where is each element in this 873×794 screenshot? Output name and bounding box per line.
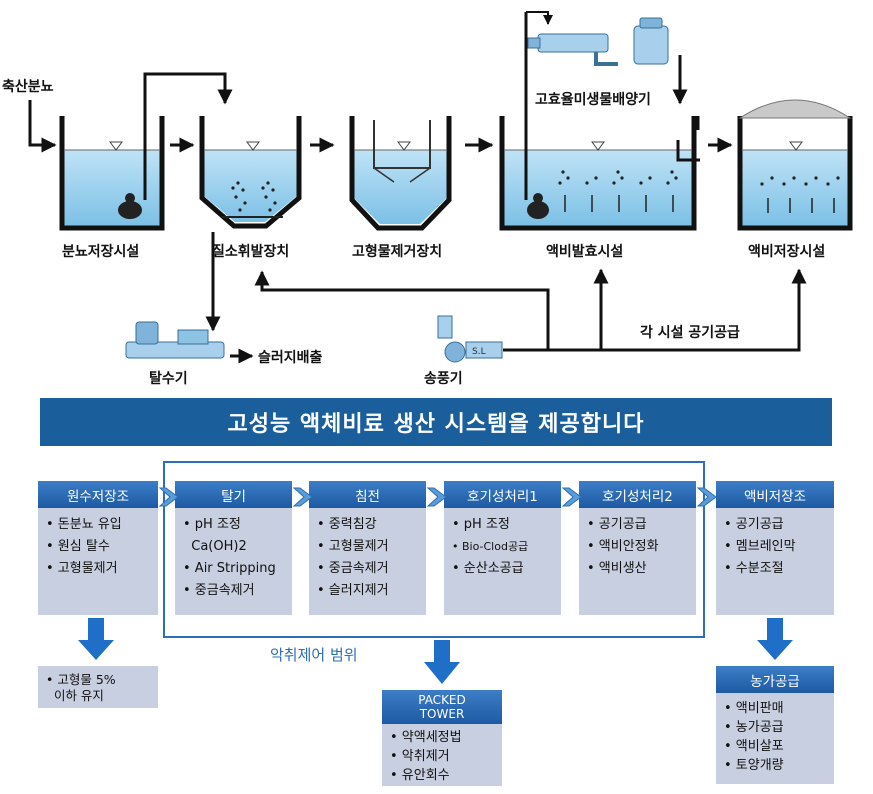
banner-title: 고성능 액체비료 생산 시스템을 제공합니다 [40, 398, 832, 446]
fermentation-tank [499, 116, 697, 231]
solids-note: • 고형물 5% 이하 유지 [38, 666, 158, 708]
farm-supply-card: 농가공급 • 액비판매 • 농가공급 • 액비살포 • 토양개량 [716, 666, 834, 784]
step-title: 액비저장조 [716, 481, 834, 508]
step-item: • 멤브레인막 [724, 539, 796, 554]
step-item: • 중금속제거 [317, 561, 389, 576]
unit-label-manure-storage: 분뇨저장시설 [62, 244, 140, 260]
pump-icon [118, 201, 142, 219]
unit-label-fermentation: 액비발효시설 [546, 244, 624, 260]
farm-item: • 액비살포 [724, 739, 784, 754]
manure-storage-tank [59, 116, 165, 231]
step-item: • 액비안정화 [587, 539, 659, 554]
svg-text:S.L: S.L [472, 347, 486, 357]
step-title: 호기성처리2 [579, 481, 696, 508]
air-supply-label: 각 시설 공기공급 [640, 325, 740, 341]
step-item: • 고형물제거 [46, 561, 118, 576]
unit-label-liquid-storage: 액비저장시설 [748, 244, 826, 260]
unit-label-solids-removal: 고형물제거장치 [352, 244, 443, 260]
step-item: • 중금속제거 [183, 583, 255, 598]
scope-label: 악취제어 범위 [270, 646, 358, 664]
process-diagram: S.L [28, 11, 853, 364]
step-item: • 돈분뇨 유입 [46, 517, 122, 532]
step-title: 침전 [309, 481, 426, 508]
step-item: • 액비생산 [587, 561, 647, 576]
step-card-sedimentation: 침전 • 중력침강 • 고형물제거 • 중금속제거 • 슬러지제거 [309, 481, 426, 615]
nitrogen-stripper-tank [199, 116, 302, 229]
step-card-aerobic-2: 호기성처리2 • 공기공급 • 액비안정화 • 액비생산 [579, 481, 696, 615]
step-item: • Air Stripping [183, 561, 276, 576]
inflow-arrow [28, 100, 57, 153]
dehydrator-machine [125, 321, 225, 359]
step-item: Ca(OH)2 [183, 539, 247, 554]
farm-supply-title: 농가공급 [716, 666, 834, 693]
step-title: 탈기 [175, 481, 292, 508]
step-item: • 공기공급 [724, 517, 784, 532]
step-item: • 슬러지제거 [317, 583, 389, 598]
odor-control-scope [163, 461, 705, 638]
step-item: • Bio-Clod공급 [452, 540, 529, 553]
farm-item: • 액비판매 [724, 701, 784, 716]
step-item: • 수분조절 [724, 561, 784, 576]
step-card-aerobic-1: 호기성처리1 • pH 조정 • Bio-Clod공급 • 순산소공급 [444, 481, 561, 615]
step-title: 호기성처리1 [444, 481, 561, 508]
solids-removal-tank [349, 116, 452, 231]
liquid-storage-tank [737, 99, 853, 231]
step-item: • 고형물제거 [317, 539, 389, 554]
packed-item: • 악취제거 [390, 749, 450, 764]
dehydrator-label: 탈수기 [149, 371, 188, 387]
sludge-label: 슬러지배출 [258, 350, 323, 366]
unit-label-nitrogen-stripper: 질소휘발장치 [212, 244, 290, 260]
blower-machine: S.L [437, 315, 503, 363]
microbe-culture-machine [527, 17, 669, 66]
step-card-raw-storage: 원수저장조 • 돈분뇨 유입 • 원심 탈수 • 고형물제거 [38, 481, 158, 615]
step-item: • 원심 탈수 [46, 539, 110, 554]
step-item: • 공기공급 [587, 517, 647, 532]
step-card-stripping: 탈기 • pH 조정 Ca(OH)2 • Air Stripping • 중금속… [175, 481, 292, 615]
note-line: 이하 유지 [46, 688, 104, 703]
packed-item: • 유안회수 [390, 768, 450, 783]
step-item: • 순산소공급 [452, 561, 524, 576]
step-title: 원수저장조 [38, 481, 158, 508]
step-item: • 중력침강 [317, 517, 377, 532]
transfer-pipe [143, 72, 233, 200]
step-card-liquid-storage: 액비저장조 • 공기공급 • 멤브레인막 • 수분조절 [716, 481, 834, 615]
packed-item: • 약액세정법 [390, 730, 462, 745]
step-item: • pH 조정 [183, 517, 241, 532]
blower-label: 송풍기 [424, 371, 463, 387]
note-line: • 고형물 5% [46, 672, 116, 687]
culture-machine-label: 고효율미생물배양기 [535, 92, 651, 108]
inflow-label: 축산분뇨 [2, 79, 54, 95]
farm-item: • 토양개량 [724, 758, 784, 773]
farm-item: • 농가공급 [724, 720, 784, 735]
step-item: • pH 조정 [452, 517, 510, 532]
